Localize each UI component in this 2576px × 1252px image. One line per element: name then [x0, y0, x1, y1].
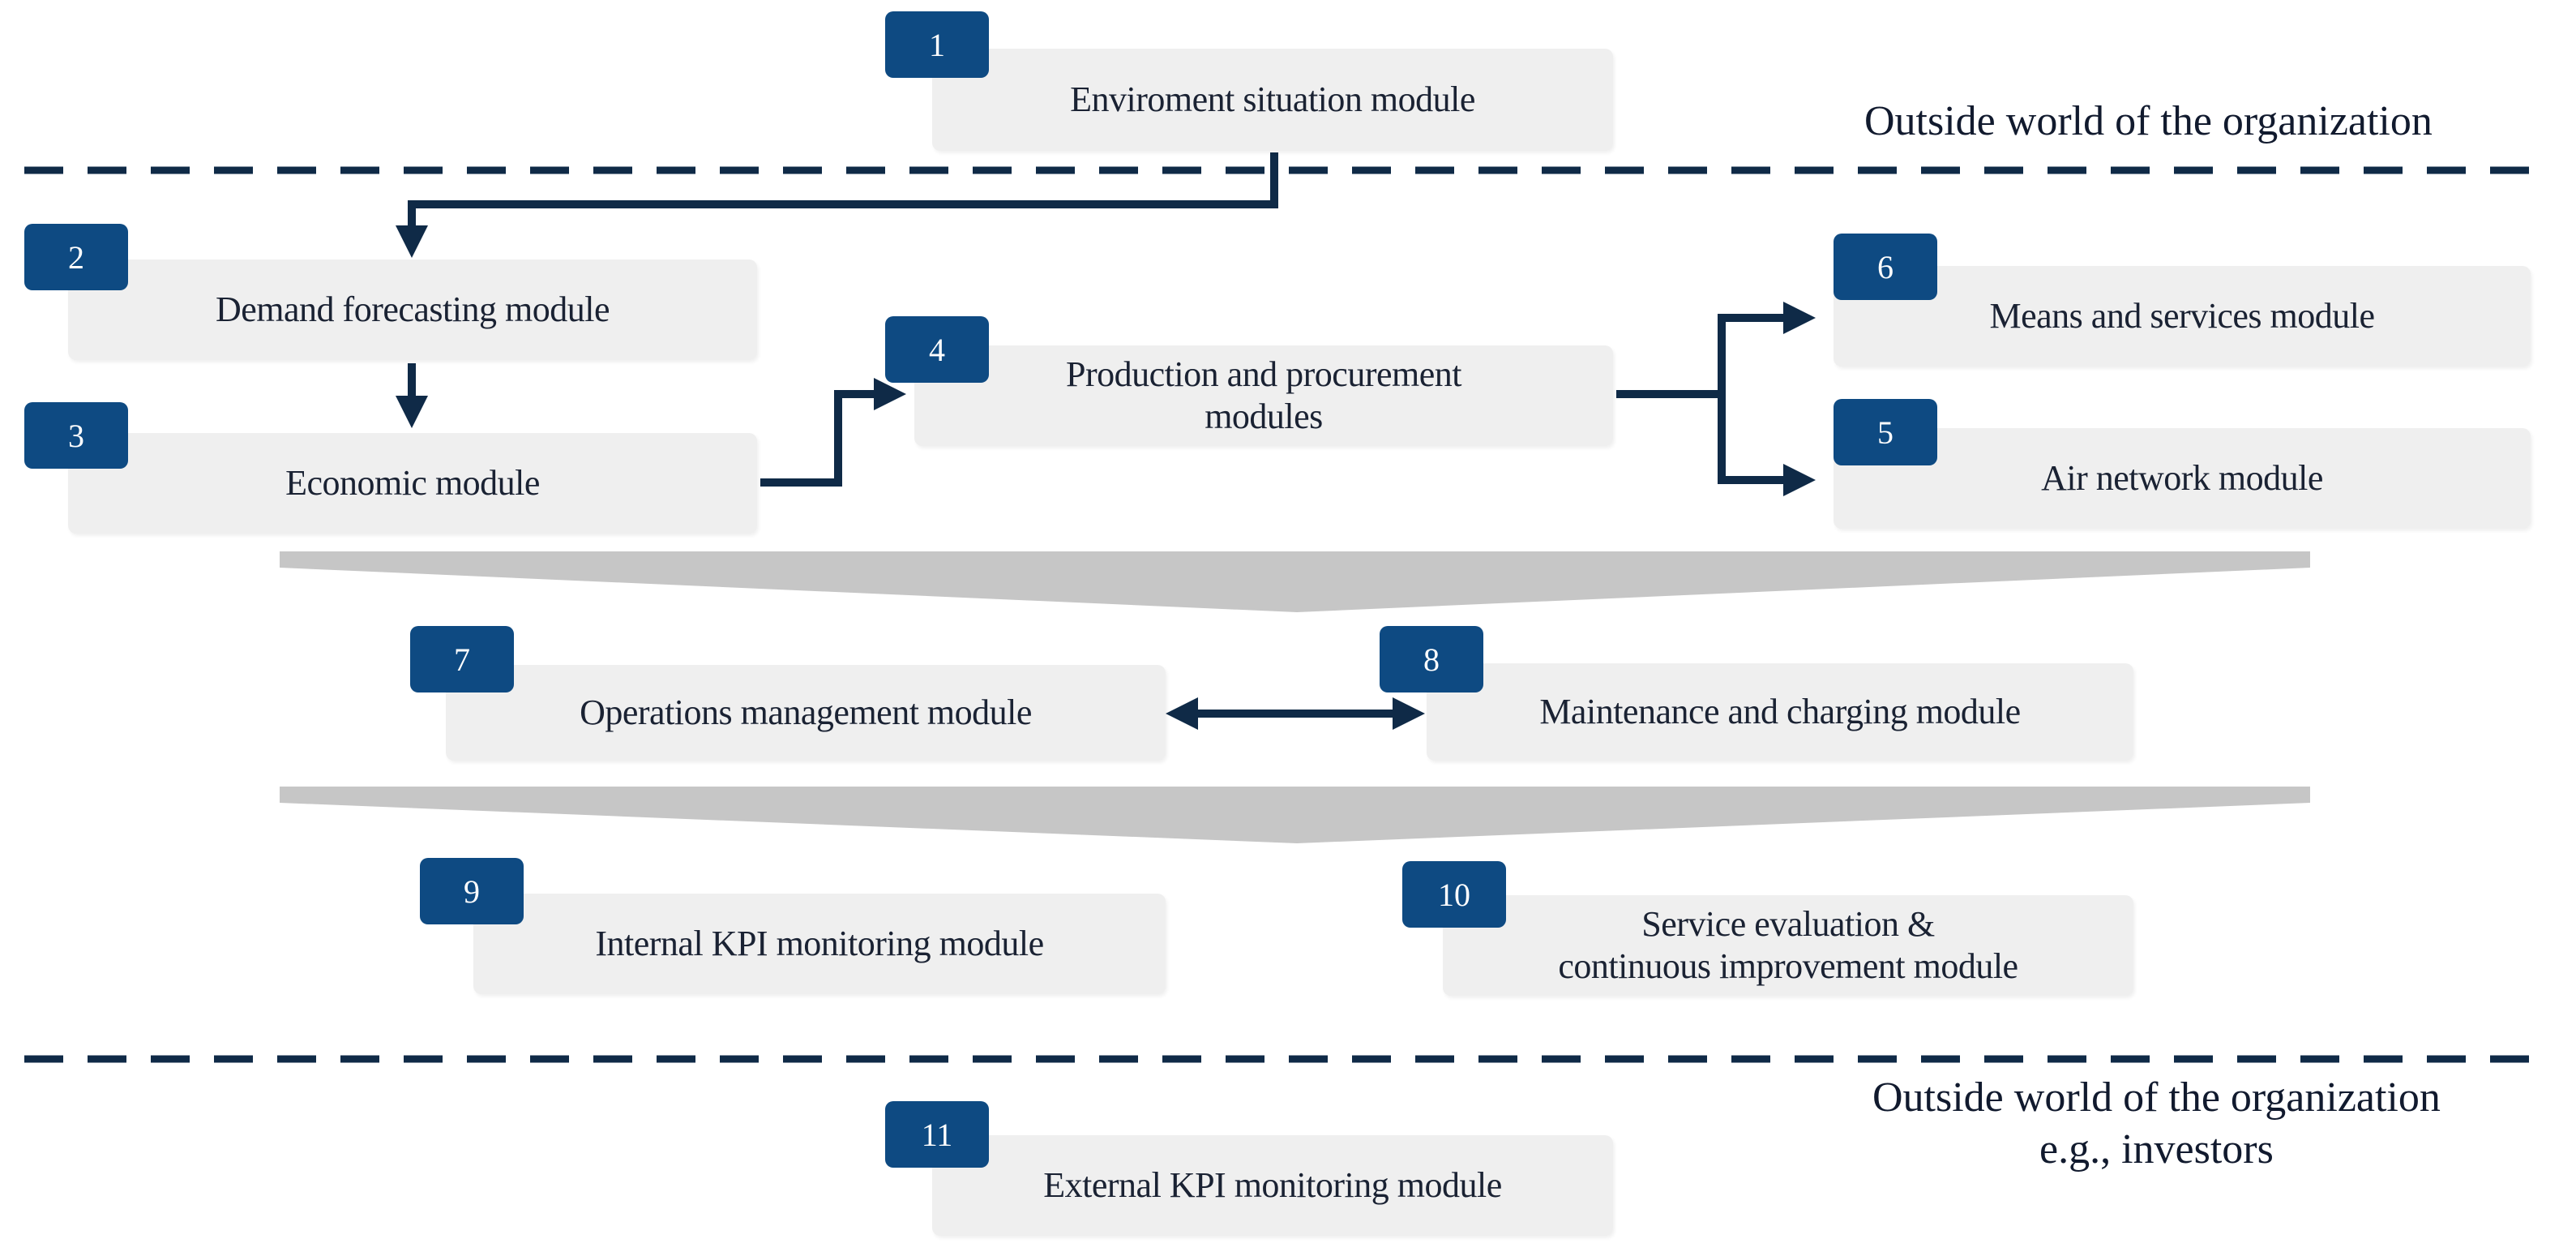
- module-6-badge: 6: [1834, 234, 1937, 300]
- module-10-label: Service evaluation & continuous improvem…: [1558, 903, 2018, 988]
- module-10-box: Service evaluation & continuous improvem…: [1443, 895, 2133, 996]
- module-9-badge: 9: [420, 858, 524, 924]
- module-9-box: Internal KPI monitoring module: [473, 894, 1166, 994]
- module-4-badge: 4: [885, 316, 989, 383]
- module-5-label: Air network module: [2041, 458, 2323, 498]
- module-4-label-line1: Production and procurement: [1066, 354, 1461, 394]
- module-3-badge: 3: [24, 402, 128, 469]
- module-11-label: External KPI monitoring module: [1043, 1165, 1502, 1205]
- module-10-label-line2: continuous improvement module: [1558, 946, 2018, 986]
- module-8-badge: 8: [1380, 626, 1483, 692]
- arrow-4-to-6: [1718, 302, 1816, 394]
- module-1-badge: 1: [885, 11, 989, 78]
- module-8-box: Maintenance and charging module: [1427, 663, 2133, 761]
- module-2-badge: 2: [24, 224, 128, 290]
- module-1-label: Enviroment situation module: [1070, 79, 1475, 119]
- module-6-box: Means and services module: [1834, 266, 2531, 367]
- arrow-4-to-5: [1718, 394, 1816, 496]
- arrow-3-to-4: [760, 378, 906, 487]
- module-4-box: Production and procurement modules: [914, 345, 1613, 446]
- module-2-box: Demand forecasting module: [68, 259, 757, 360]
- module-3-label: Economic module: [285, 463, 540, 503]
- module-5-badge: 5: [1834, 399, 1937, 465]
- module-11-badge: 11: [885, 1101, 989, 1168]
- funnel-shape-upper: [280, 551, 2310, 612]
- module-11-box: External KPI monitoring module: [932, 1135, 1613, 1236]
- outside-world-label-bottom-line2: e.g., investors: [2039, 1126, 2274, 1173]
- funnel-shape-lower: [280, 787, 2310, 843]
- module-7-box: Operations management module: [446, 665, 1166, 761]
- outside-world-label-bottom: Outside world of the organization e.g., …: [1872, 1072, 2441, 1176]
- module-4-label: Production and procurement modules: [1066, 354, 1461, 438]
- module-9-label: Internal KPI monitoring module: [595, 924, 1044, 963]
- module-2-label: Demand forecasting module: [215, 289, 610, 329]
- outside-world-label-bottom-line1: Outside world of the organization: [1872, 1074, 2441, 1121]
- module-7-badge: 7: [410, 626, 514, 692]
- module-1-box: Enviroment situation module: [932, 49, 1613, 151]
- module-10-label-line1: Service evaluation &: [1641, 904, 1935, 944]
- module-3-box: Economic module: [68, 433, 757, 534]
- module-4-label-line2: modules: [1205, 397, 1323, 436]
- module-5-box: Air network module: [1834, 428, 2531, 529]
- module-8-label: Maintenance and charging module: [1539, 692, 2021, 731]
- outside-world-label-top: Outside world of the organization: [1864, 98, 2433, 144]
- arrow-1-to-2: [396, 152, 1278, 258]
- module-6-label: Means and services module: [1989, 296, 2375, 336]
- module-7-label: Operations management module: [580, 692, 1032, 732]
- module-10-badge: 10: [1402, 861, 1506, 928]
